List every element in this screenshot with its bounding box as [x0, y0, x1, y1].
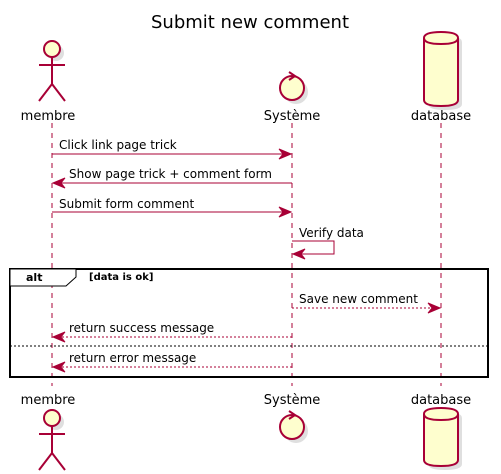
message-6-arrowhead	[51, 331, 66, 343]
database-top-icon	[423, 30, 462, 110]
message-4-arrowhead	[291, 248, 306, 260]
database-bottom-icon	[423, 406, 462, 470]
actor-membre-bottom-icon	[38, 409, 66, 471]
message-3-label: Submit form comment	[59, 197, 194, 211]
diagram-title: Submit new comment	[151, 12, 349, 33]
message-3-arrowhead	[278, 206, 293, 218]
participant-membre-top: membre	[21, 109, 76, 124]
control-systeme-top-icon	[279, 71, 308, 104]
message-5-label: Save new comment	[299, 292, 418, 306]
message-5-arrowhead	[427, 302, 442, 314]
message-1-label: Click link page trick	[59, 138, 177, 152]
message-7-label: return error message	[69, 351, 196, 365]
alt-guard: [data is ok]	[89, 272, 153, 283]
alt-fragment	[9, 268, 489, 378]
participant-systeme-bottom: Système	[264, 393, 320, 408]
message-6-label: return success message	[69, 321, 214, 335]
alt-label: alt	[26, 271, 42, 284]
participant-database-bottom: database	[411, 393, 471, 408]
participant-database-top: database	[411, 109, 471, 124]
message-2-label: Show page trick + comment form	[69, 167, 272, 181]
message-1-arrowhead	[278, 148, 293, 160]
alt-fragment-tab	[9, 268, 77, 287]
participant-systeme-top: Système	[264, 109, 320, 124]
message-2-arrowhead	[51, 177, 66, 189]
message-4-arrow	[292, 240, 335, 255]
control-systeme-bottom-icon	[279, 410, 308, 443]
participant-membre-bottom: membre	[21, 393, 76, 408]
message-7-arrowhead	[51, 361, 66, 373]
actor-membre-top-icon	[38, 40, 66, 102]
message-4-label: Verify data	[299, 226, 364, 240]
